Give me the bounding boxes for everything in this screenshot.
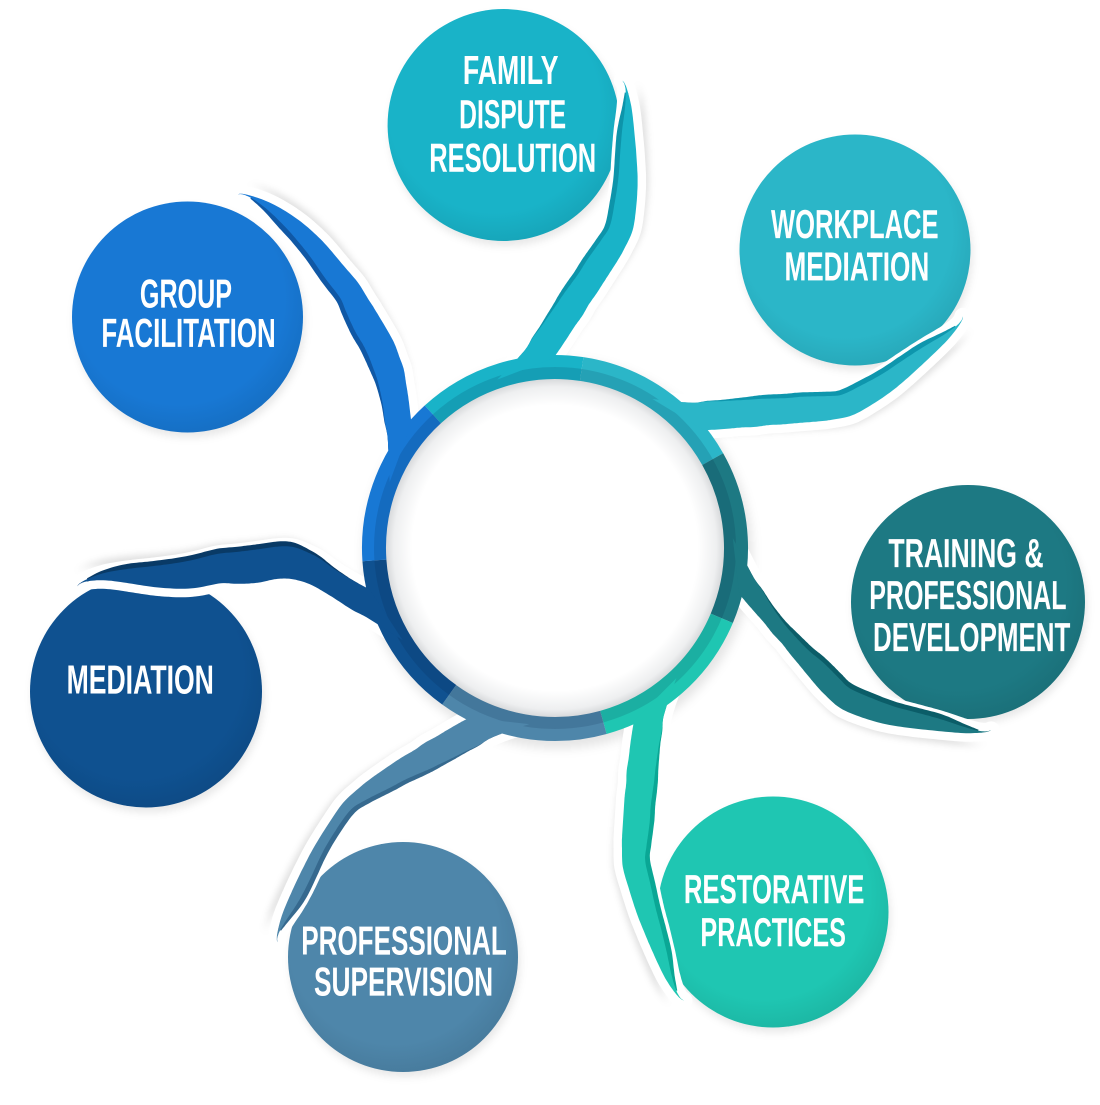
svg-text:MEDIATION: MEDIATION [784, 243, 929, 289]
svg-text:GROUP: GROUP [140, 271, 232, 317]
svg-text:WORKPLACE: WORKPLACE [771, 201, 939, 247]
svg-text:FACILITATION: FACILITATION [101, 310, 275, 356]
svg-text:TRAINING &: TRAINING & [888, 530, 1043, 576]
svg-text:DEVELOPMENT: DEVELOPMENT [873, 614, 1070, 660]
svg-text:PRACTICES: PRACTICES [700, 909, 846, 955]
svg-text:FAMILY: FAMILY [463, 47, 559, 93]
svg-text:DISPUTE: DISPUTE [459, 91, 566, 137]
svg-text:SUPERVISION: SUPERVISION [314, 959, 493, 1005]
svg-text:PROFESSIONAL: PROFESSIONAL [869, 572, 1066, 618]
svg-text:PROFESSIONAL: PROFESSIONAL [301, 918, 507, 964]
svg-text:RESOLUTION: RESOLUTION [429, 135, 596, 181]
svg-text:RESTORATIVE: RESTORATIVE [684, 866, 865, 912]
svg-text:MEDIATION: MEDIATION [67, 657, 214, 703]
